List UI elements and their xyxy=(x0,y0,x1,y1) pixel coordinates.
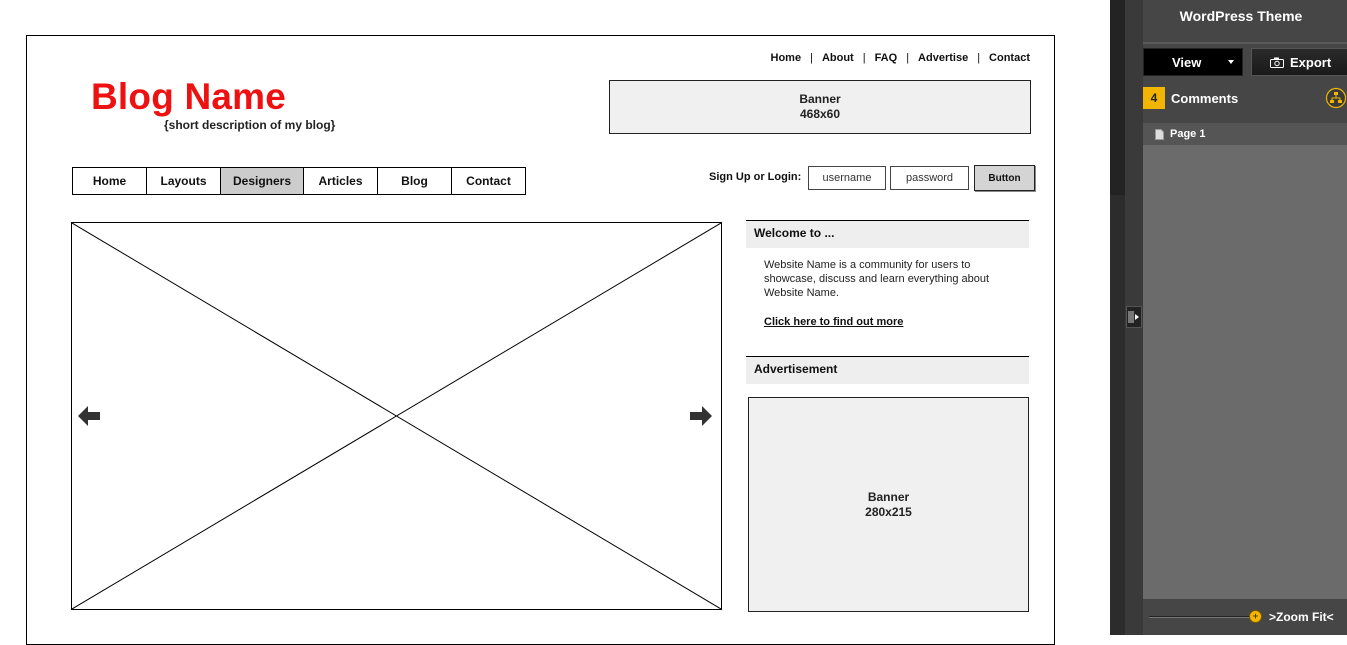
tab-articles[interactable]: Articles xyxy=(304,168,378,194)
top-nav-advertise[interactable]: Advertise xyxy=(918,52,969,64)
top-nav-home[interactable]: Home xyxy=(770,52,802,64)
banner-label: Banner xyxy=(867,489,910,504)
arrow-left-icon[interactable] xyxy=(77,405,101,427)
panel-content: WordPress Theme View Export 4 Comments xyxy=(1143,0,1347,635)
welcome-text: Website Name is a community for users to… xyxy=(764,259,990,299)
blog-name[interactable]: Blog Name xyxy=(91,76,287,117)
project-title: WordPress Theme xyxy=(1179,8,1303,24)
username-field[interactable] xyxy=(808,166,886,190)
page-icon xyxy=(1155,128,1164,140)
view-dropdown[interactable]: View xyxy=(1143,48,1243,76)
side-banner: Banner 280x215 xyxy=(748,397,1029,612)
sitemap-icon[interactable] xyxy=(1325,87,1347,109)
top-nav: Home | About | FAQ | Advertise | Contact xyxy=(771,52,1030,64)
zoom-fit-button[interactable]: >Zoom Fit< xyxy=(1269,610,1334,624)
top-nav-contact[interactable]: Contact xyxy=(989,52,1030,64)
arrow-right-icon[interactable] xyxy=(689,405,713,427)
banner-size: 280x215 xyxy=(865,504,912,519)
tab-home[interactable]: Home xyxy=(73,168,147,194)
scrollbar-thumb[interactable] xyxy=(1110,0,1125,195)
zoom-plus-icon[interactable]: + xyxy=(1249,610,1262,623)
tab-label: Designers xyxy=(232,174,292,188)
wireframe-page: Home | About | FAQ | Advertise | Contact… xyxy=(26,35,1055,645)
right-panel: WordPress Theme View Export 4 Comments xyxy=(1110,0,1347,635)
top-nav-separator: | xyxy=(977,52,981,64)
image-slider-placeholder xyxy=(71,222,722,610)
blog-description: {short description of my blog} xyxy=(164,118,336,132)
top-nav-separator: | xyxy=(906,52,910,64)
banner-label: Banner xyxy=(799,92,841,106)
tab-contact[interactable]: Contact xyxy=(452,168,525,194)
banner-size: 468x60 xyxy=(799,107,841,121)
panel-divider xyxy=(1143,42,1347,44)
login-label: Sign Up or Login: xyxy=(709,171,802,183)
view-label: View xyxy=(1172,54,1202,70)
collapse-arrow-icon xyxy=(1128,311,1139,323)
page-label: Page 1 xyxy=(1170,128,1206,140)
top-banner: Banner 468x60 xyxy=(609,80,1031,134)
tab-label: Layouts xyxy=(160,174,207,188)
image-placeholder-cross xyxy=(72,223,721,609)
page-item[interactable]: Page 1 xyxy=(1143,123,1347,145)
export-button[interactable]: Export xyxy=(1251,48,1347,76)
chevron-down-icon xyxy=(1228,60,1234,64)
zoom-slider-track[interactable] xyxy=(1149,616,1253,618)
tab-layouts[interactable]: Layouts xyxy=(147,168,221,194)
comments-label: Comments xyxy=(1171,90,1239,106)
canvas-area: Home | About | FAQ | Advertise | Contact… xyxy=(26,35,1055,645)
pages-list: Page 1 xyxy=(1143,123,1347,599)
login-button[interactable]: Button xyxy=(974,165,1035,191)
camera-icon xyxy=(1270,57,1284,68)
tab-blog[interactable]: Blog xyxy=(378,168,452,194)
comments-row[interactable]: 4 Comments xyxy=(1143,87,1347,109)
comments-count-badge: 4 xyxy=(1143,87,1165,109)
main-nav: Home Layouts Designers Articles Blog Con… xyxy=(72,167,526,195)
tab-label: Contact xyxy=(466,174,511,188)
find-out-more-link[interactable]: Click here to find out more xyxy=(764,316,904,328)
top-nav-separator: | xyxy=(862,52,866,64)
top-nav-faq[interactable]: FAQ xyxy=(874,52,898,64)
tab-label: Articles xyxy=(318,174,363,188)
advertisement-heading: Advertisement xyxy=(746,356,1029,384)
top-nav-about[interactable]: About xyxy=(821,52,854,64)
welcome-heading: Welcome to ... xyxy=(746,220,1029,248)
export-label: Export xyxy=(1290,54,1332,70)
tab-label: Blog xyxy=(401,174,428,188)
tab-designers[interactable]: Designers xyxy=(221,168,304,194)
collapse-handle[interactable] xyxy=(1126,306,1142,328)
password-field[interactable] xyxy=(890,166,969,190)
scrollbar[interactable] xyxy=(1110,0,1125,635)
tab-label: Home xyxy=(92,174,127,188)
top-nav-separator: | xyxy=(810,52,813,64)
